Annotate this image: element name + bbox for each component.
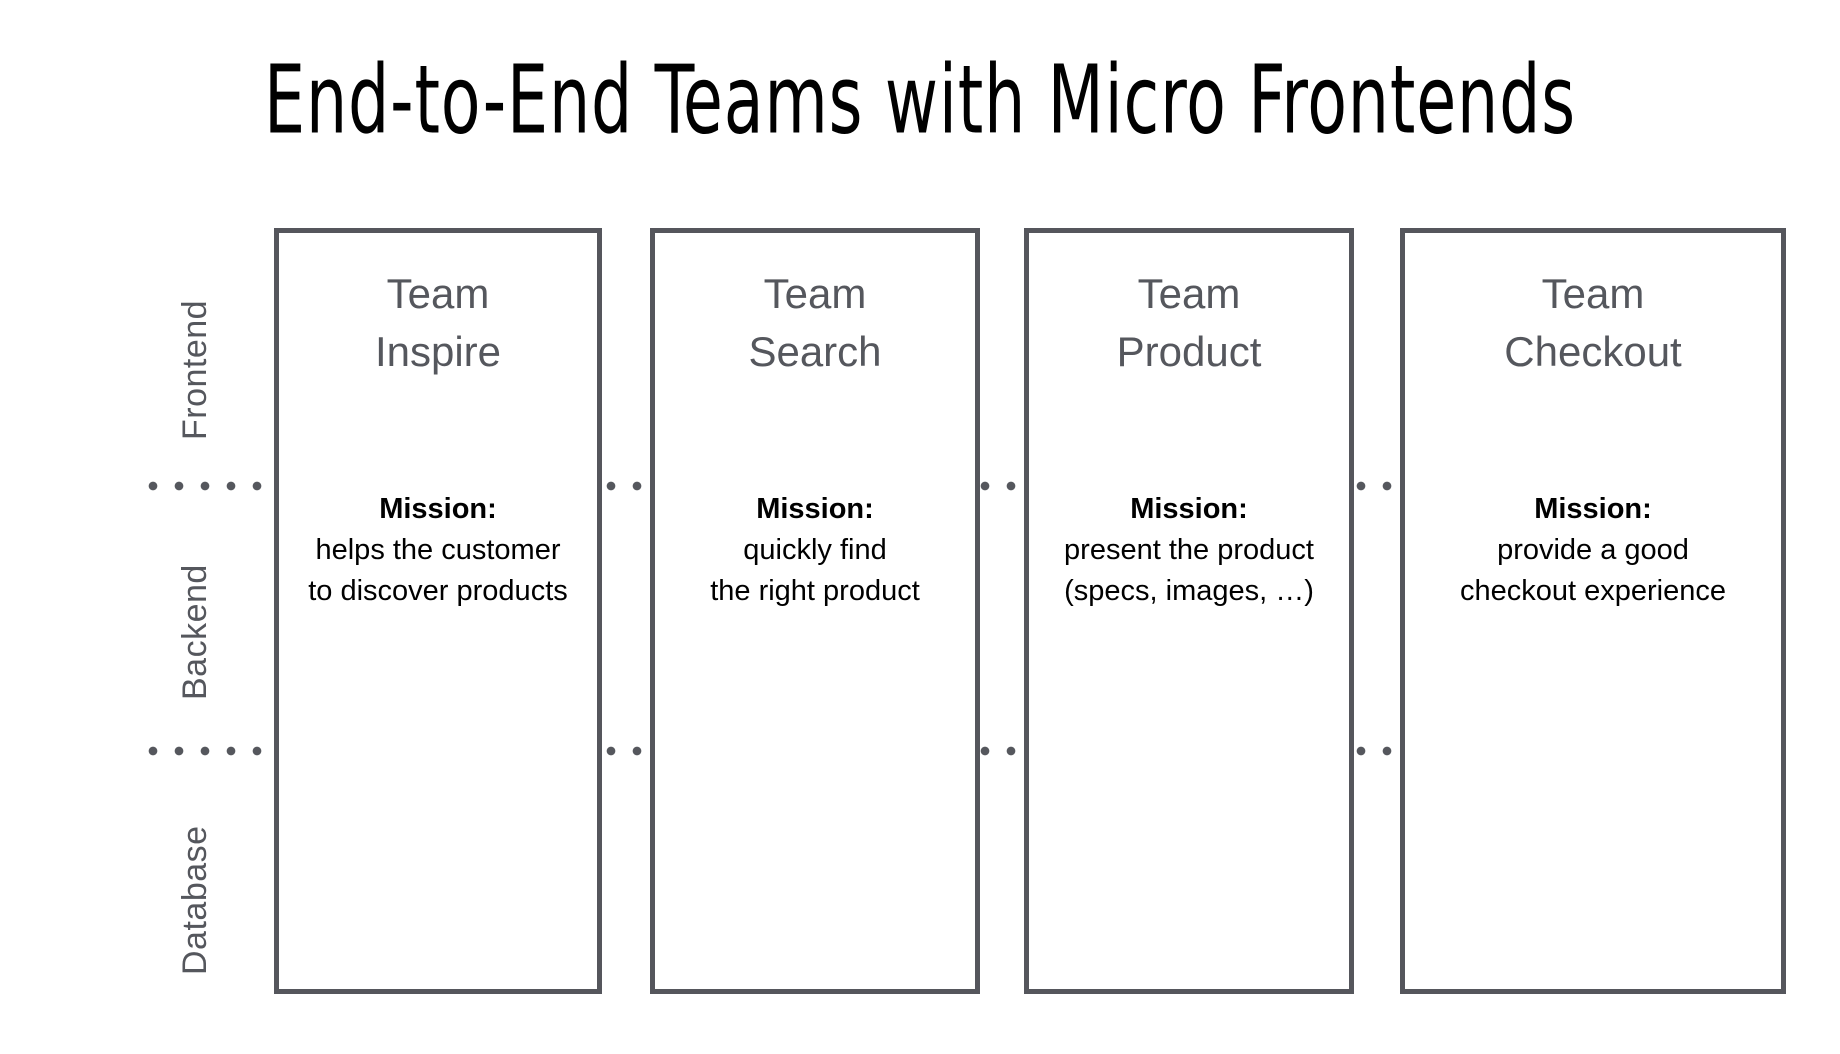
- divider-segment: [980, 481, 1028, 491]
- team-name-line-2: Checkout: [1504, 328, 1682, 375]
- team-name-line-2: Search: [748, 328, 882, 375]
- team-column-search[interactable]: Team Search Mission: quickly find the ri…: [650, 228, 980, 994]
- backend-database-divider: [148, 746, 1788, 756]
- team-column-product[interactable]: Team Product Mission: present the produc…: [1024, 228, 1354, 994]
- mission-heading: Mission:: [1534, 493, 1652, 525]
- mission-line-1: helps the customer: [315, 534, 561, 566]
- team-name-line-2: Product: [1116, 328, 1262, 375]
- team-name-line-1: Team: [1137, 270, 1241, 317]
- mission-line-1: quickly find: [743, 534, 887, 566]
- divider-segment: [1356, 481, 1404, 491]
- divider-segment: [980, 746, 1028, 756]
- team-name-line-1: Team: [386, 270, 490, 317]
- team-mission: Mission: present the product (specs, ima…: [1029, 489, 1349, 612]
- mission-line-2: (specs, images, …): [1064, 575, 1314, 607]
- mission-line-1: provide a good: [1497, 534, 1689, 566]
- mission-line-2: to discover products: [308, 575, 568, 607]
- divider-segment: [1356, 746, 1404, 756]
- team-mission: Mission: quickly find the right product: [655, 489, 975, 612]
- mission-heading: Mission:: [379, 493, 497, 525]
- mission-heading: Mission:: [756, 493, 874, 525]
- team-name: Team Inspire: [279, 265, 597, 381]
- mission-heading: Mission:: [1130, 493, 1248, 525]
- mission-line-1: present the product: [1064, 534, 1314, 566]
- team-name-line-1: Team: [1541, 270, 1645, 317]
- divider-segment: [148, 746, 270, 756]
- team-name: Team Product: [1029, 265, 1349, 381]
- divider-segment: [148, 481, 270, 491]
- layer-label-database: Database: [176, 825, 214, 975]
- team-column-checkout[interactable]: Team Checkout Mission: provide a good ch…: [1400, 228, 1786, 994]
- team-name-line-2: Inspire: [374, 328, 502, 375]
- frontend-backend-divider: [148, 481, 1788, 491]
- divider-segment: [606, 481, 654, 491]
- mission-line-2: the right product: [710, 575, 920, 607]
- team-name: Team Search: [655, 265, 975, 381]
- team-mission: Mission: provide a good checkout experie…: [1405, 489, 1781, 612]
- mission-line-2: checkout experience: [1460, 575, 1726, 607]
- page-title: End-to-End Teams with Micro Frontends: [264, 45, 1576, 156]
- layer-label-backend: Backend: [176, 564, 214, 700]
- layer-label-frontend: Frontend: [176, 299, 214, 440]
- team-mission: Mission: helps the customer to discover …: [279, 489, 597, 612]
- team-name: Team Checkout: [1405, 265, 1781, 381]
- divider-segment: [606, 746, 654, 756]
- team-column-inspire[interactable]: Team Inspire Mission: helps the customer…: [274, 228, 602, 994]
- team-name-line-1: Team: [763, 270, 867, 317]
